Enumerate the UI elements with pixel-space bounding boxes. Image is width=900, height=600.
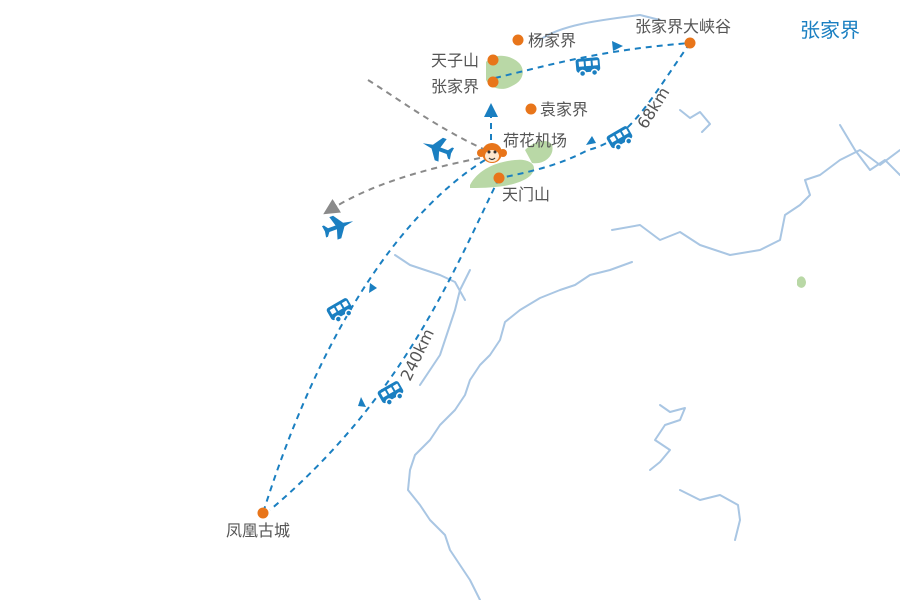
route-arrows bbox=[358, 41, 623, 407]
airplane-icon bbox=[418, 131, 457, 166]
route-canyon-to-tianmen bbox=[499, 42, 691, 179]
marker-tianmenshan bbox=[493, 172, 505, 184]
label-yuanjiajie: 袁家界 bbox=[540, 100, 588, 119]
marker-grand-canyon bbox=[684, 37, 696, 49]
flight-paths bbox=[323, 79, 491, 215]
bus-icon bbox=[324, 296, 357, 326]
airplane-icon bbox=[319, 209, 358, 244]
region-title: 张家界 bbox=[800, 18, 860, 42]
bus-icon bbox=[375, 379, 408, 409]
marker-zhangjiajie bbox=[487, 76, 499, 88]
label-zhangjiajie: 张家界 bbox=[431, 77, 479, 96]
location-markers bbox=[257, 34, 696, 519]
distance-tianmen-fenghuang: 240km bbox=[397, 326, 438, 384]
label-yangjiajie: 杨家界 bbox=[528, 31, 576, 50]
rivers bbox=[394, 14, 900, 600]
forest-areas bbox=[470, 55, 806, 288]
route-zhangjiajie-to-canyon bbox=[494, 42, 691, 79]
marker-yangjiajie bbox=[512, 34, 524, 46]
flight-path-departure bbox=[323, 157, 481, 215]
route-tianmen-to-fenghuang bbox=[269, 177, 500, 511]
route-airport-to-fenghuang bbox=[262, 159, 486, 514]
bus-routes bbox=[262, 42, 691, 514]
label-tianmenshan: 天门山 bbox=[502, 185, 550, 204]
label-tianzishan: 天子山 bbox=[431, 51, 479, 70]
marker-fenghuang bbox=[257, 507, 269, 519]
marker-tianzishan bbox=[487, 54, 499, 66]
label-airport: 荷花机场 bbox=[503, 131, 567, 150]
bus-icon bbox=[574, 56, 602, 78]
distance-canyon-tianmen: 68km bbox=[633, 84, 673, 132]
flight-path-arrival bbox=[367, 79, 491, 153]
label-fenghuang: 凤凰古城 bbox=[226, 521, 290, 540]
marker-yuanjiajie bbox=[525, 103, 537, 115]
monkey-mascot-icon bbox=[477, 143, 507, 163]
bus-icon bbox=[604, 124, 637, 154]
label-grand-canyon: 张家界大峡谷 bbox=[635, 17, 731, 36]
